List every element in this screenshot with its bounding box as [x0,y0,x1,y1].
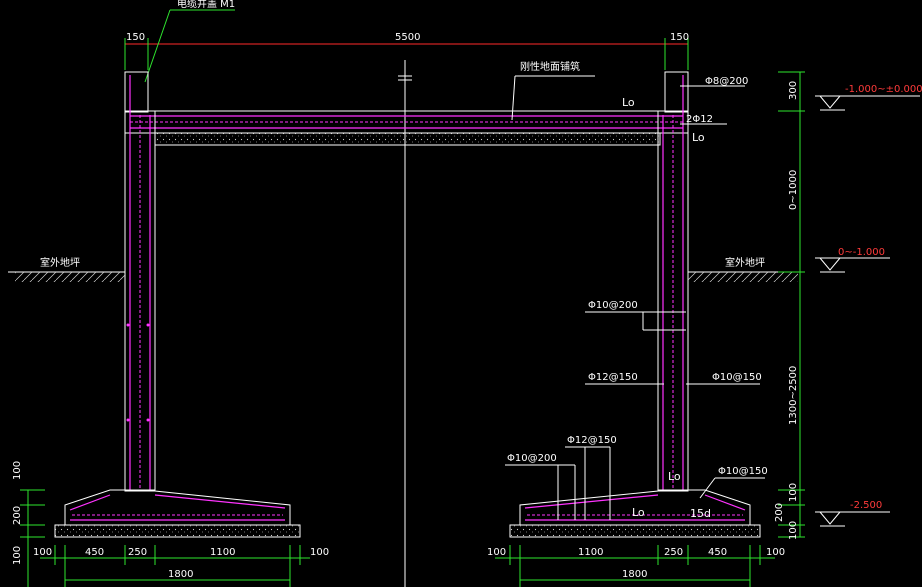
lap-label-2: Lo [692,131,705,144]
wall-thk-right-label: 150 [670,32,689,43]
bl-dim-3: 250 [128,547,147,558]
top-note: 电缆井盖 M1 [144,0,235,83]
elev-marker-top: -1.000~±0.000 [815,84,922,111]
left-footing [54,489,301,538]
ground-right: 室外地坪 [688,256,805,282]
right-wall: Lo Lo [657,71,705,492]
rebar-wall-1-label: Φ10@200 [588,300,638,311]
br-dim-5: 100 [766,547,785,558]
bl-dim-4: 1100 [210,547,235,558]
ground-right-label: 室外地坪 [725,256,765,269]
right-footing: Lo 15d [509,489,761,538]
lap-label-4: Lo [632,506,645,519]
rebar-base-1-label: Φ12@150 [567,435,617,446]
top-dimension: 150 5500 150 [124,32,689,70]
slab-hatch [154,132,661,146]
span-label: 5500 [395,32,420,43]
wall-rebar-notes: Φ10@200 Φ12@150 Φ10@150 [585,300,762,385]
vdim-4-label: 100 [788,483,799,502]
rebar-base-2-label: Φ10@200 [507,453,557,464]
elev-top-label: -1.000~±0.000 [845,84,922,95]
br-dim-4: 450 [708,547,727,558]
left-wall [124,71,156,492]
wall-thk-left-label: 150 [126,32,145,43]
vdim-5-label: 200 [774,503,785,522]
elev-bot-label: -2.500 [850,500,882,511]
lap-label-3: Lo [668,470,681,483]
left-vdim-2-label: 200 [12,506,23,525]
left-footing-bedding [54,524,301,538]
bl-dim-2: 450 [85,547,104,558]
lap-label-5: 15d [690,507,711,520]
rebar-base-3-label: Φ10@150 [718,466,768,477]
top-right-rebar-notes: Φ8@200 2Φ12 [680,76,748,125]
right-vertical-dims: 300 0~1000 1300~2500 100 200 100 [774,71,805,540]
vdim-2-label: 0~1000 [788,170,799,210]
br-dim-3: 250 [664,547,683,558]
right-footing-bedding [509,524,761,538]
bl-dim-5: 100 [310,547,329,558]
ground-left-label: 室外地坪 [40,256,80,269]
br-dim-2: 1100 [578,547,603,558]
rebar-top-label: Φ8@200 [705,76,748,87]
roof-slab: 刚性地面铺筑 Lo [124,60,689,146]
br-total: 1800 [622,569,647,580]
left-vdim-1-label: 100 [12,461,23,480]
bottom-left-dims: 100 450 250 1100 100 1800 [33,545,329,587]
left-vertical-dims: 100 200 100 [12,461,45,587]
elev-marker-mid: 0~-1.000 [815,247,890,273]
br-dim-1: 100 [487,547,506,558]
slab-note: 刚性地面铺筑 [520,60,580,73]
elev-marker-bot: -2.500 [815,500,890,527]
base-rebar-notes: Φ12@150 Φ10@200 Φ10@150 [505,435,768,520]
rebar-wall-3-label: Φ10@150 [712,372,762,383]
rebar-wall-2-label: Φ12@150 [588,372,638,383]
vdim-6-label: 100 [788,521,799,540]
bl-dim-1: 100 [33,547,52,558]
left-vdim-3-label: 100 [12,546,23,565]
rebar-2-label: 2Φ12 [686,114,713,125]
lap-label-1: Lo [622,96,635,109]
bottom-right-dims: 100 1100 250 450 100 1800 [487,545,785,587]
bl-total: 1800 [168,569,193,580]
vdim-1-label: 300 [788,81,799,100]
ground-left: 室外地坪 [8,256,125,282]
elev-mid-label: 0~-1.000 [838,247,885,258]
top-note-text: 电缆井盖 M1 [177,0,235,10]
vdim-3-label: 1300~2500 [788,366,799,425]
